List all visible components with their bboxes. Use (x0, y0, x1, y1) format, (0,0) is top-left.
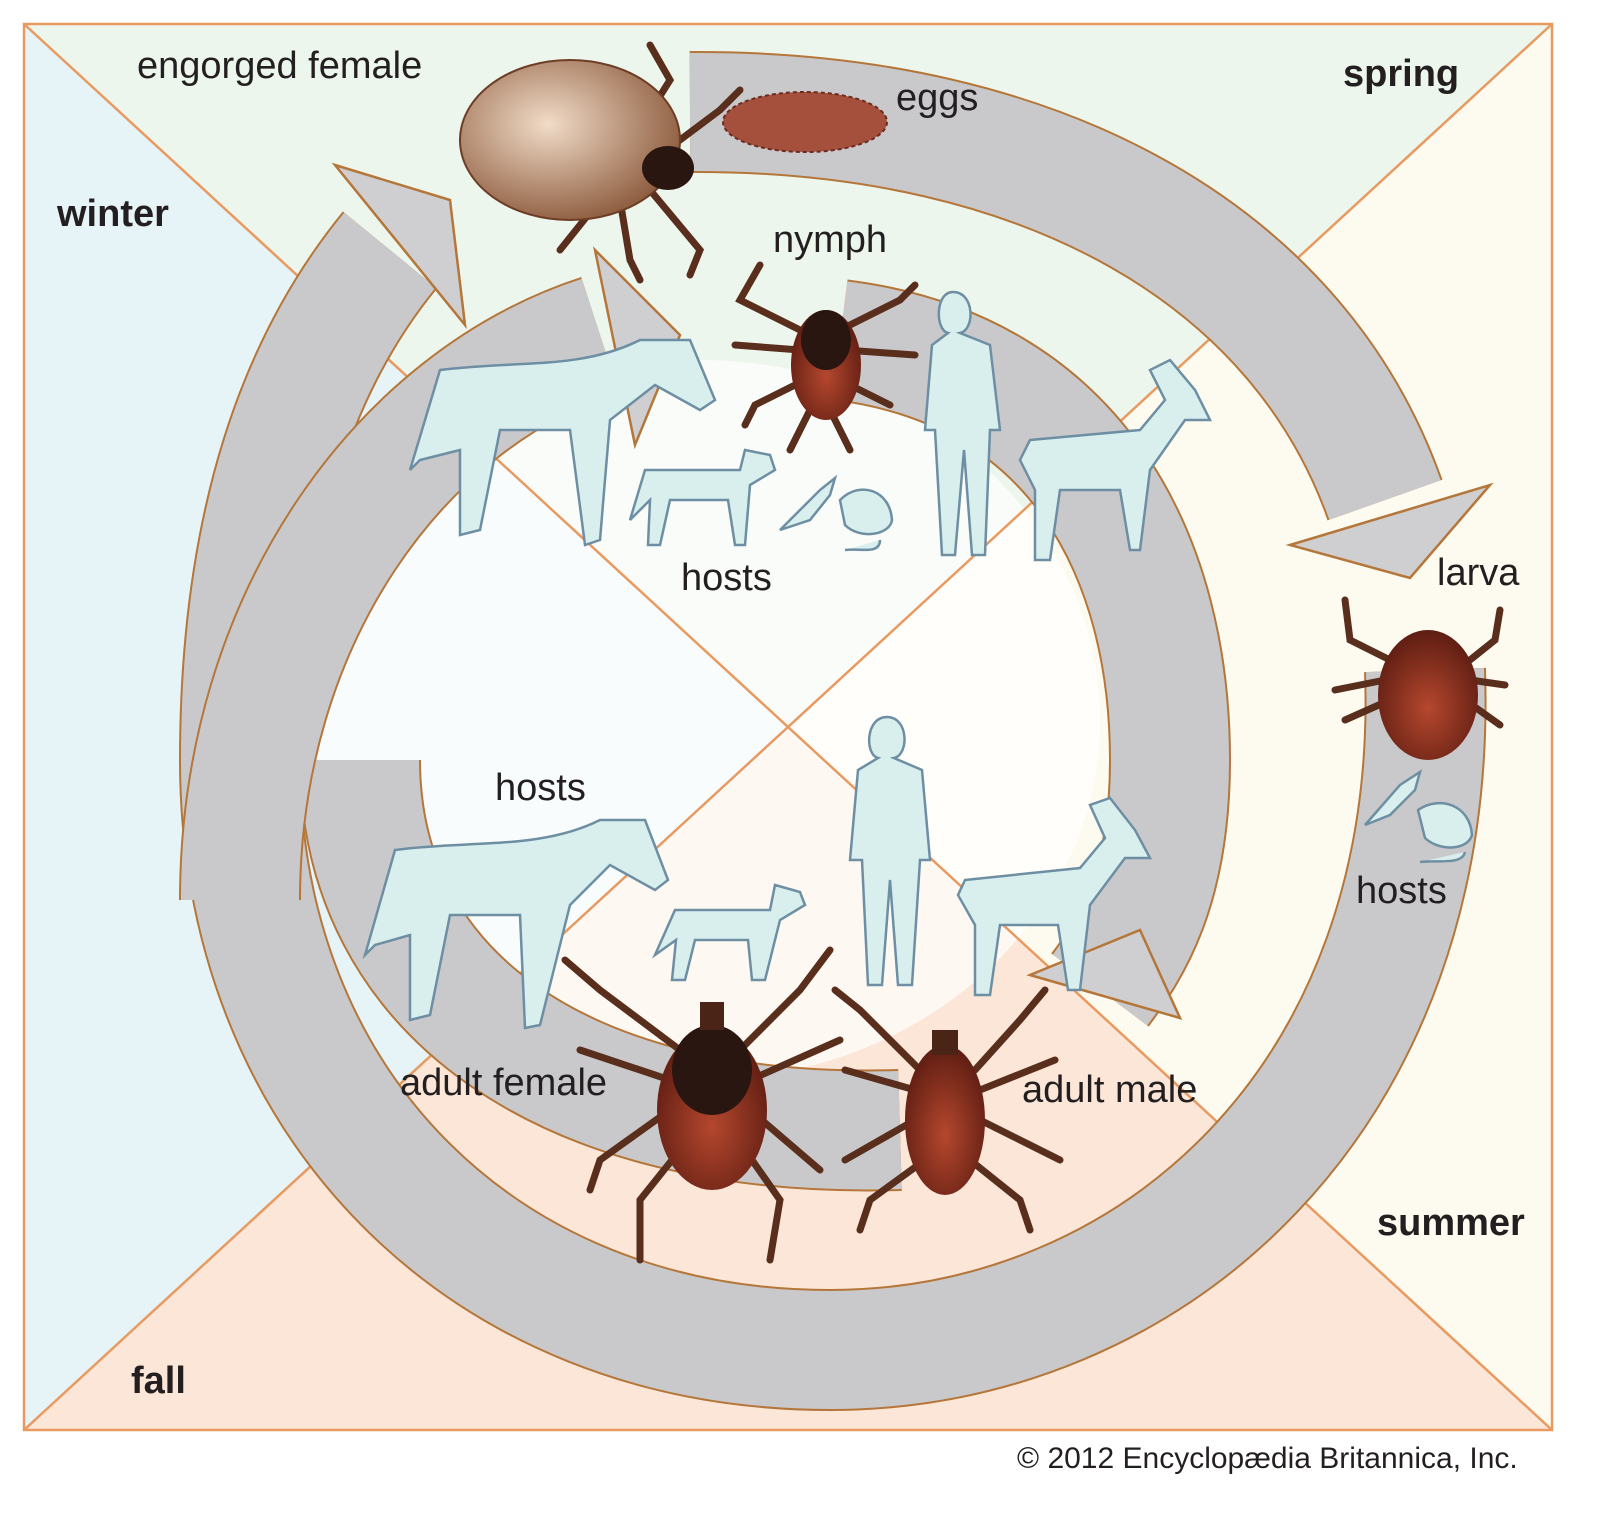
adult-male-tick (831, 986, 1064, 1234)
larva-hosts (1364, 769, 1474, 864)
deer-host (956, 796, 1153, 997)
mouse-host (838, 488, 894, 552)
eggs-label: eggs (896, 77, 978, 119)
larva-hosts-label: hosts (1356, 870, 1447, 912)
larva-label: larva (1437, 552, 1520, 594)
adult-hosts (362, 715, 1153, 1030)
spring-label: spring (1343, 53, 1459, 95)
fall-label: fall (131, 1360, 186, 1402)
engorged-female-tick (459, 41, 744, 284)
nymph-hosts (408, 290, 1213, 562)
dog-host (651, 883, 807, 982)
nymph-tick (731, 261, 919, 454)
adult-hosts-label: hosts (495, 767, 586, 809)
horse-host (362, 818, 670, 1030)
nymph-hosts-label: hosts (681, 557, 772, 599)
human-host (848, 715, 932, 987)
mouse-host (1416, 801, 1474, 864)
adult-female-tick (561, 946, 844, 1264)
adult-male-label: adult male (1022, 1069, 1197, 1111)
adult-female-label: adult female (400, 1062, 607, 1104)
horse-host (408, 338, 717, 547)
nymph-label: nymph (773, 219, 887, 261)
bird-host (779, 474, 838, 532)
summer-label: summer (1377, 1202, 1525, 1244)
engorged-female-label: engorged female (137, 45, 422, 87)
dog-host (628, 448, 777, 547)
bird-host (1364, 769, 1423, 827)
outer-arrow-larva-to-engorged (178, 162, 1487, 1412)
eggs-cluster (722, 91, 888, 153)
winter-label: winter (56, 193, 169, 235)
larva-tick (1331, 596, 1509, 760)
copyright-text: © 2012 Encyclopædia Britannica, Inc. (1017, 1442, 1518, 1475)
human-host (923, 290, 1002, 557)
deer-host (1018, 358, 1213, 562)
